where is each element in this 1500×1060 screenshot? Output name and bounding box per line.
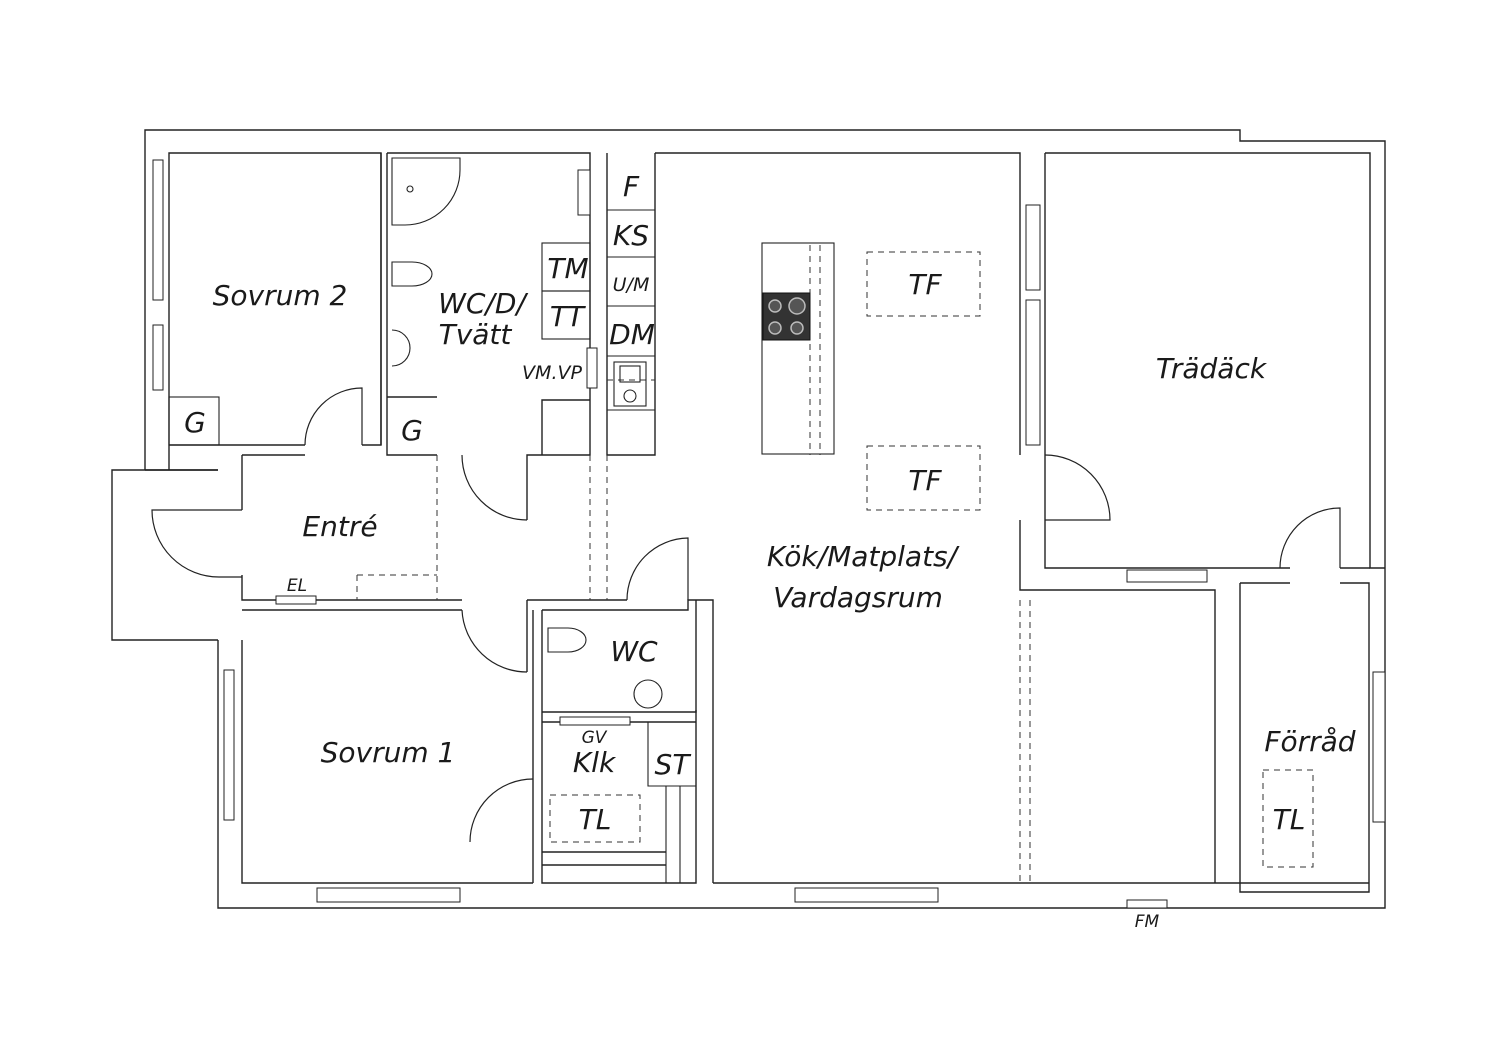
shower [391, 157, 461, 226]
door-sovrum1 [461, 609, 528, 673]
room-wc-d-tvatt-line2: Tvätt [439, 318, 513, 351]
room-tradack: Trädäck [1156, 352, 1268, 385]
door-bath [461, 454, 528, 521]
tf-bottom-box [866, 445, 981, 511]
door-tradack [1044, 454, 1111, 521]
label-f: F [623, 170, 640, 203]
label-dm: DM [609, 318, 655, 351]
fixtures [168, 157, 1314, 868]
label-g-sovrum2: G [184, 406, 206, 439]
kitchen-sink [613, 361, 647, 407]
window-living-bottom [794, 887, 939, 903]
room-entre: Entré [302, 510, 377, 543]
toilet-wc [547, 627, 587, 653]
door-wc [626, 537, 689, 601]
tl-forrad-box [1262, 769, 1314, 868]
label-tm: TM [547, 252, 588, 285]
burner-icon [790, 321, 804, 335]
label-st: ST [655, 748, 692, 781]
window-sovrum2-upper [152, 159, 164, 301]
room-wc-d-tvatt-line1: WC/D/ [438, 287, 528, 320]
tl-klk-box [549, 794, 641, 843]
label-g-wc: G [401, 414, 423, 447]
burner-icon [788, 297, 806, 315]
room-kok-line2: Vardagsrum [773, 581, 943, 614]
label-tf-top: TF [908, 268, 942, 301]
window-forrad [1372, 671, 1386, 823]
room-wc: WC [610, 635, 658, 668]
room-sovrum-2: Sovrum 2 [213, 279, 348, 312]
room-klk: Klk [573, 746, 617, 779]
burner-icon [768, 299, 782, 313]
tt-box [541, 290, 591, 340]
window-living-right-upper [1025, 204, 1041, 291]
toilet-bath [391, 261, 433, 287]
label-tl-klk: TL [579, 803, 612, 836]
tf-top-box [866, 251, 981, 317]
shower-head-icon [406, 185, 414, 193]
room-labels: Sovrum 2 WC/D/ Tvätt Kök/Matplats/ Varda… [213, 279, 1356, 779]
outer-walls [144, 129, 1386, 909]
window-living-right-lower [1025, 299, 1041, 446]
window-gv [559, 716, 631, 726]
dashed-lines [356, 245, 1031, 883]
kitchen-island [761, 242, 835, 455]
windows [152, 159, 1386, 909]
label-el: EL [287, 576, 307, 596]
window-sovrum2-lower [152, 324, 164, 391]
burner-icon [768, 321, 782, 335]
label-um: U/M [613, 274, 650, 296]
window-el [275, 595, 317, 605]
door-sovrum2 [304, 387, 363, 446]
label-ks: KS [613, 219, 649, 252]
label-tf-bottom: TF [908, 464, 942, 497]
kitchen-sink-basin [619, 365, 641, 383]
room-kok-line1: Kök/Matplats/ [767, 540, 960, 573]
kitchen-sink-drain-icon [623, 389, 637, 403]
sink-wc [633, 679, 663, 709]
g-box-sovrum2 [168, 396, 220, 446]
door-klk [469, 778, 534, 843]
label-gv: GV [582, 728, 608, 748]
fixture-labels: F KS U/M DM TM TT VM.VP G G TF TF EL GV … [184, 170, 1305, 932]
door-forrad [1279, 507, 1341, 569]
window-sovrum1 [223, 669, 235, 821]
window-sovrum1-bottom [316, 887, 461, 903]
label-vmvp: VM.VP [522, 362, 582, 384]
room-forrad: Förråd [1264, 725, 1355, 758]
window-fm [1126, 899, 1168, 909]
room-sovrum-1: Sovrum 1 [321, 736, 456, 769]
doors [151, 387, 1341, 843]
label-tt: TT [550, 300, 586, 333]
label-tl-forrad: TL [1273, 803, 1306, 836]
window-wc-top [577, 169, 591, 216]
door-entrance [151, 509, 242, 578]
window-tradack-bottom [1126, 569, 1208, 583]
label-fm: FM [1135, 912, 1160, 932]
sink-bath [391, 329, 411, 367]
vmvp-box [586, 347, 598, 389]
